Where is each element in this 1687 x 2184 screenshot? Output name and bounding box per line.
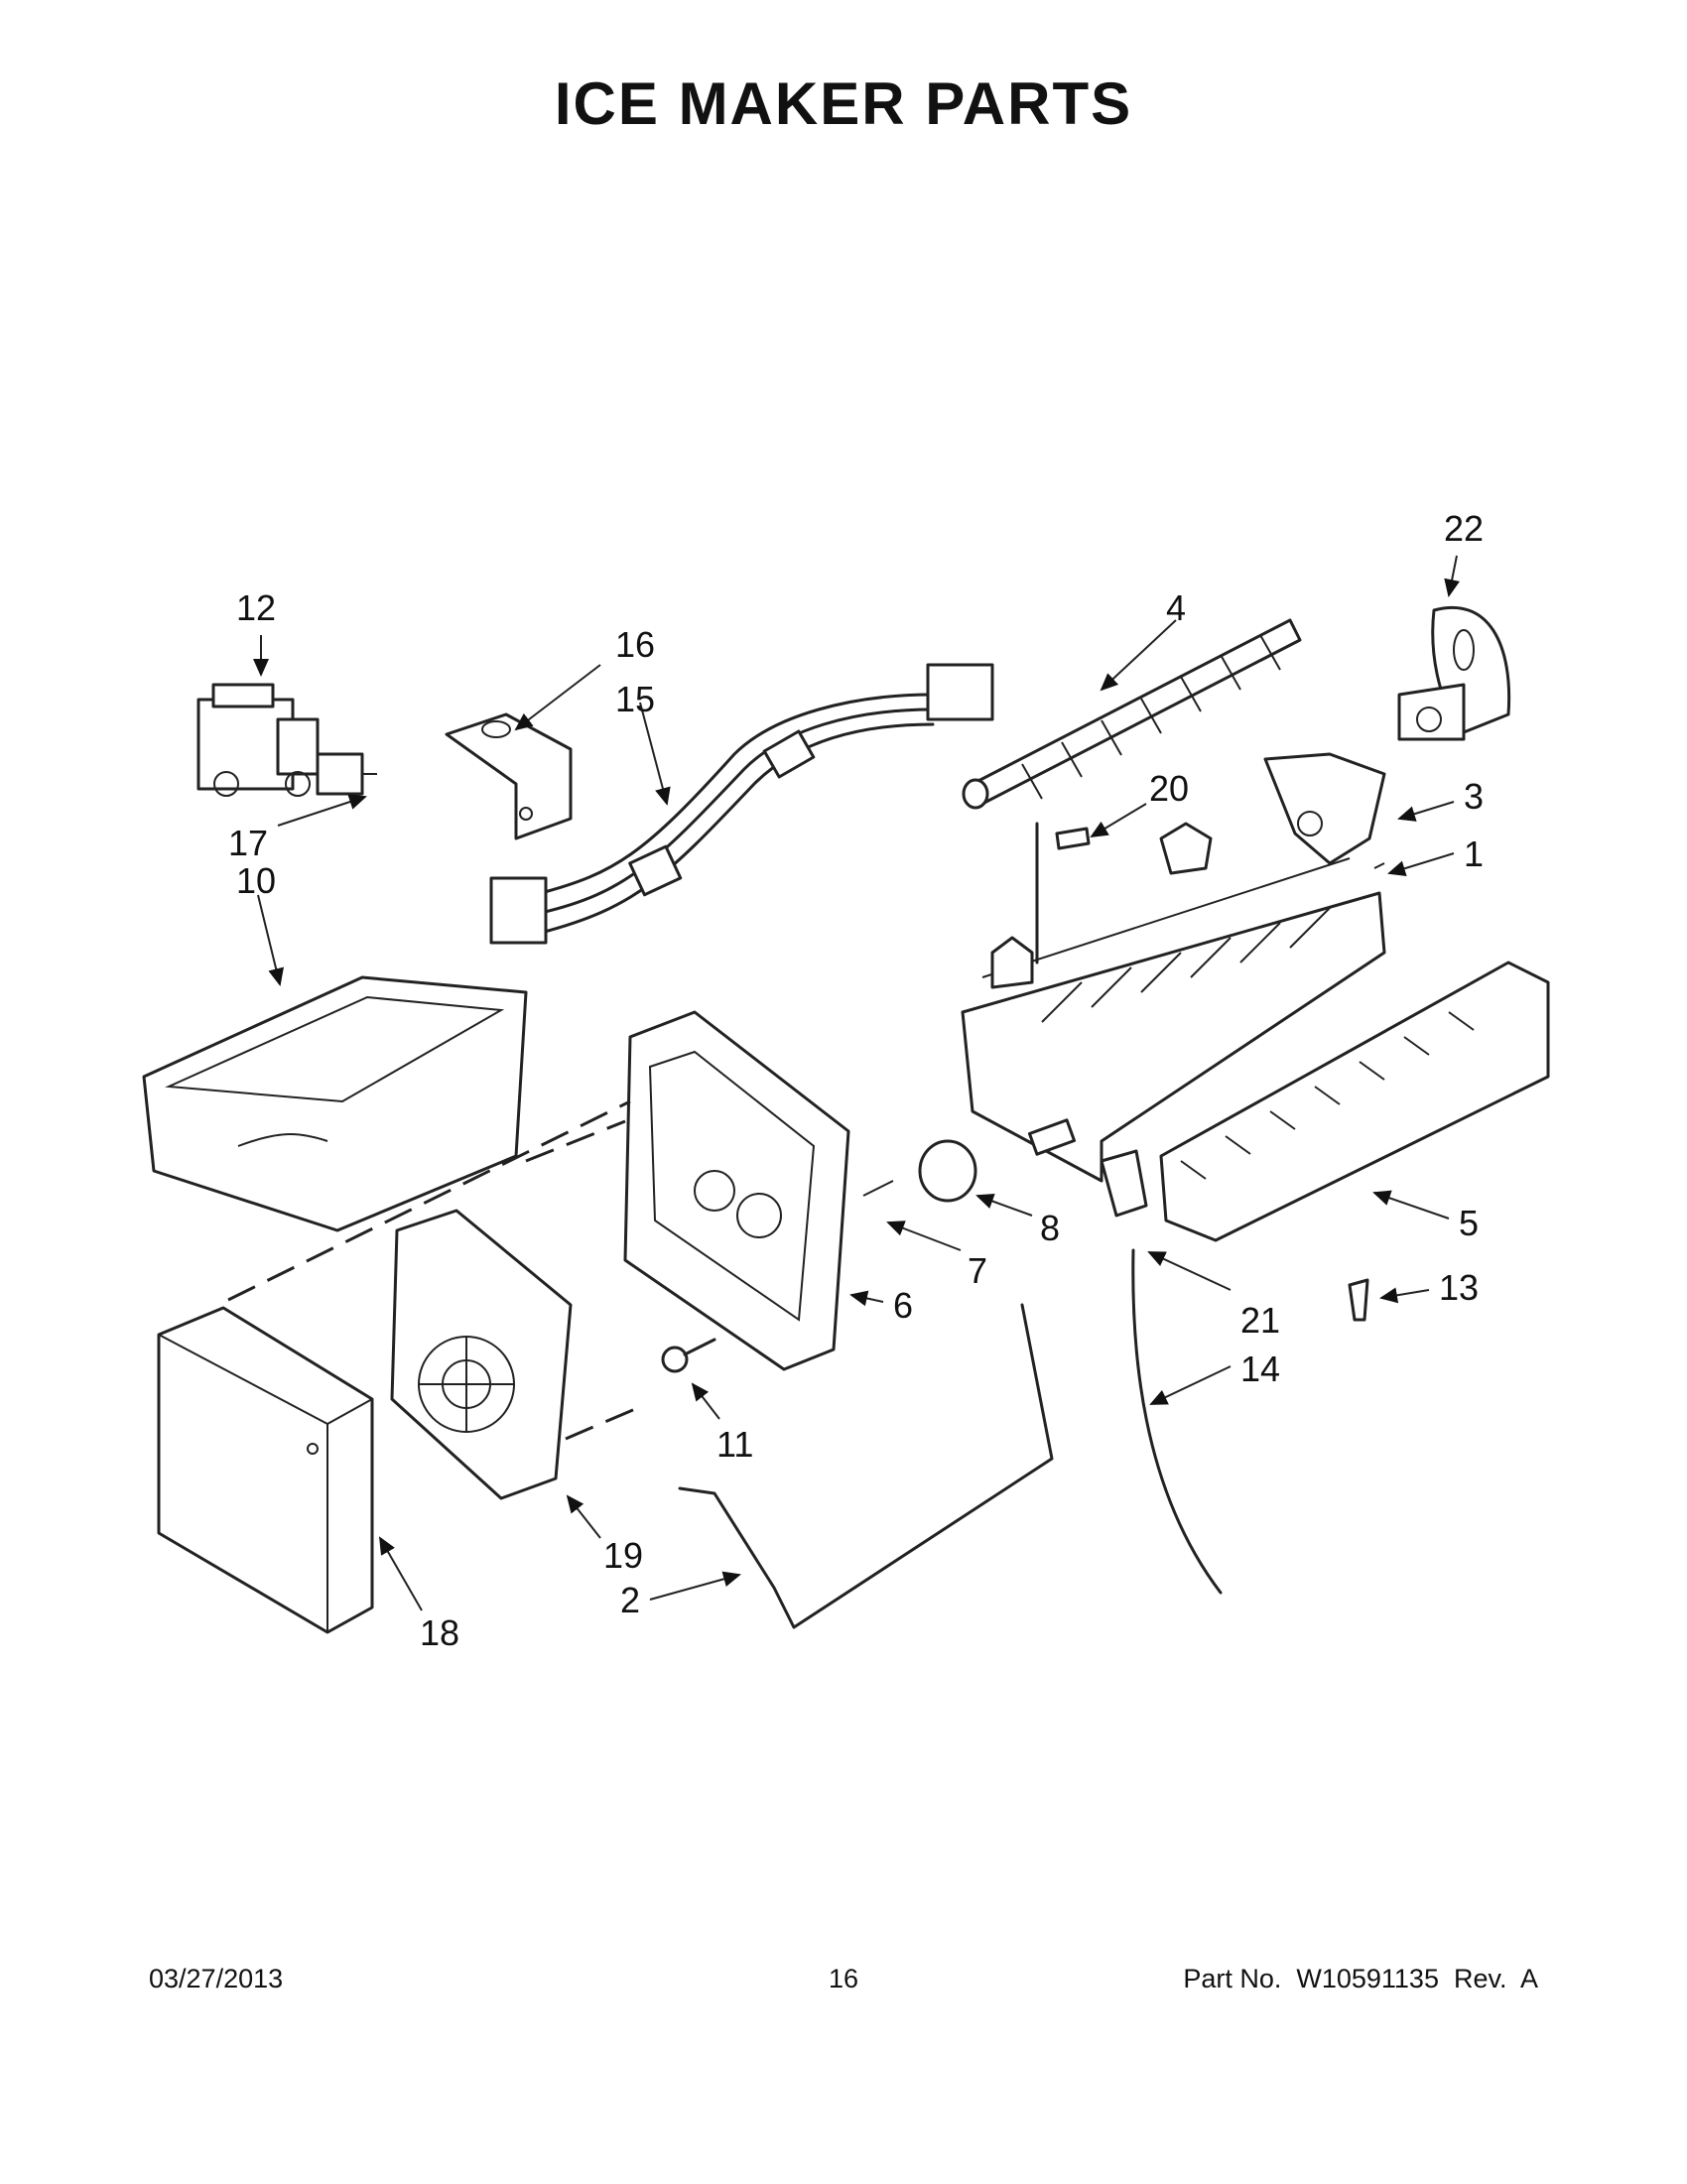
wire-harness-part	[489, 663, 994, 945]
callout-3: 3	[1464, 776, 1484, 817]
footer-part-number: Part No. W10591135 Rev. A	[1183, 1964, 1538, 1993]
ice-mold-part	[961, 822, 1386, 1183]
callout-18: 18	[420, 1612, 459, 1653]
callout-12: 12	[236, 587, 276, 628]
callout-17: 17	[228, 823, 268, 863]
module-screw-part	[661, 1338, 716, 1373]
callout-2: 2	[620, 1580, 640, 1620]
callout-7: 7	[968, 1250, 987, 1291]
callout-4: 4	[1166, 587, 1186, 628]
alignment-line	[525, 1119, 626, 1163]
bracket-part	[445, 712, 573, 840]
ejector-part	[962, 618, 1302, 810]
callout-19: 19	[603, 1535, 643, 1576]
callout-11: 11	[716, 1424, 753, 1465]
callout-8: 8	[1040, 1208, 1060, 1248]
front-cover-part	[157, 1306, 374, 1634]
leader-lines	[253, 555, 1460, 1611]
cover-part	[1397, 605, 1511, 741]
fill-cup-part	[1263, 752, 1386, 865]
callout-15: 15	[615, 679, 655, 719]
alignment-line	[565, 1407, 636, 1441]
callout-16: 16	[615, 624, 655, 665]
callout-20: 20	[1149, 768, 1189, 809]
footer-page-number: 16	[828, 1964, 859, 1993]
shutoff-arm-part	[678, 1303, 1054, 1629]
shield-part	[1159, 961, 1550, 1242]
screw-part	[1035, 822, 1091, 964]
page-title: ICE MAKER PARTS	[554, 70, 1133, 137]
module-housing-part	[623, 1010, 850, 1371]
alignment-line	[227, 1099, 631, 1302]
motor-part	[390, 1209, 573, 1500]
callout-1: 1	[1464, 834, 1484, 874]
thermostat-part	[862, 1118, 1077, 1203]
callout-10: 10	[236, 860, 276, 901]
callout-21: 21	[1240, 1300, 1280, 1341]
callout-22: 22	[1444, 508, 1484, 549]
callout-13: 13	[1439, 1267, 1479, 1308]
callout-14: 14	[1240, 1349, 1280, 1389]
ice-bin-part	[142, 975, 528, 1232]
callout-5: 5	[1459, 1203, 1479, 1243]
water-valve-part	[196, 683, 377, 797]
callout-labels: 1 2 3 4 5 6 7 8 10 11 12 13 14 15 16 17 …	[228, 508, 1484, 1653]
callout-6: 6	[893, 1285, 913, 1326]
footer-date: 03/27/2013	[149, 1964, 284, 1993]
tube-and-clip-parts	[1100, 1149, 1369, 1595]
